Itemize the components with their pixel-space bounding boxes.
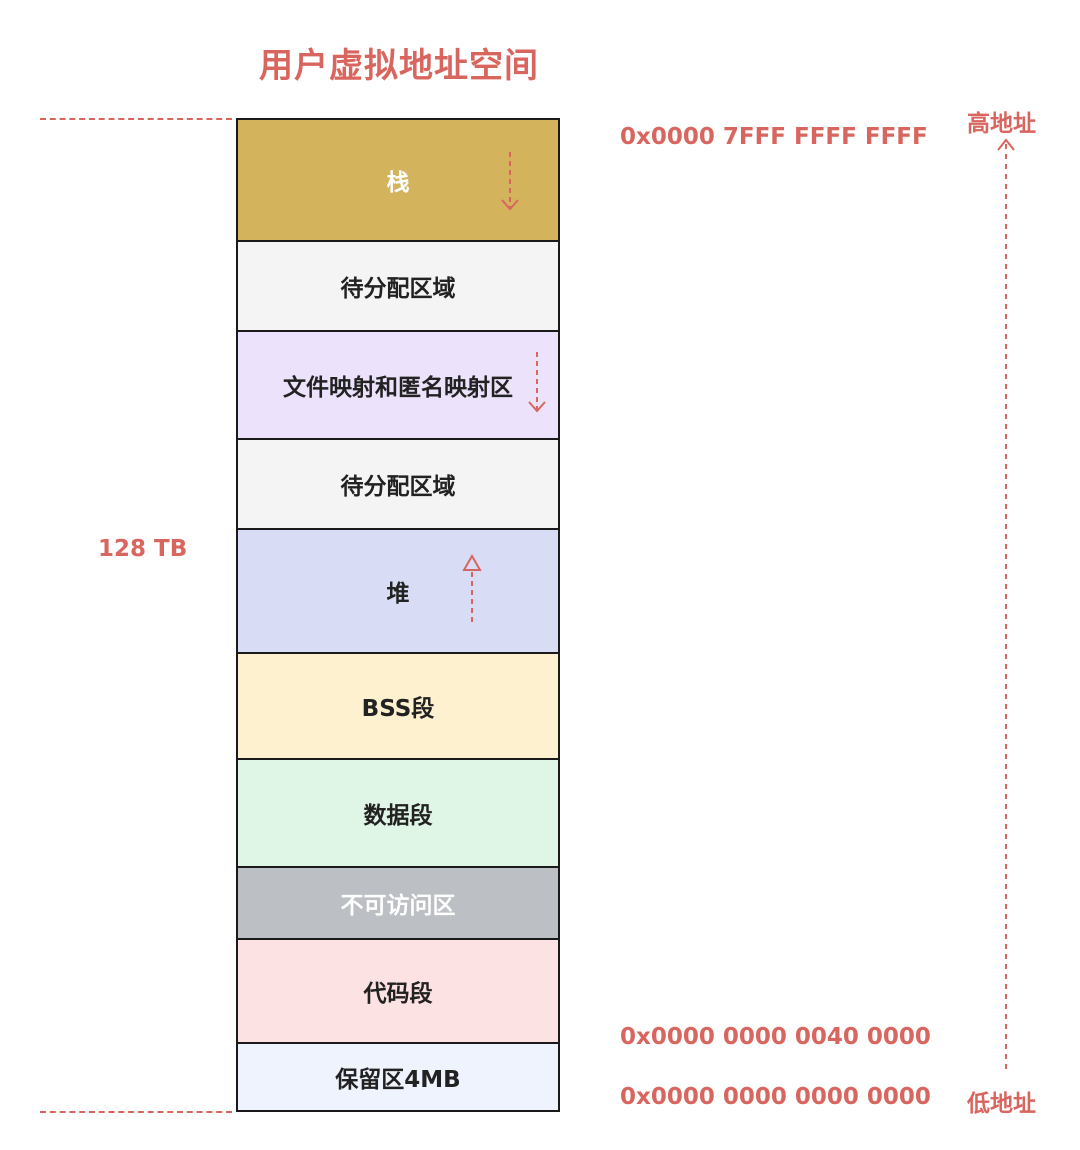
segment-mmap: 文件映射和匿名映射区 [238,332,558,440]
segment-stack: 栈 [238,120,558,242]
low-address-label: 低地址 [967,1091,1036,1117]
size-label: 128 TB [98,536,188,562]
segment-reserved: 保留区4MB [238,1044,558,1110]
segment-label: 文件映射和匿名映射区 [283,375,513,401]
address-bottom: 0x0000 0000 0000 0000 [620,1084,931,1110]
bottom-boundary-dashed-line [40,1111,232,1113]
segment-label: 代码段 [363,981,433,1007]
address-top: 0x0000 7FFF FFFF FFFF [620,124,928,150]
segment-unallocated-lower: 待分配区域 [238,440,558,530]
top-boundary-dashed-line [40,118,232,120]
segment-label: BSS段 [361,696,435,722]
segment-inaccessible: 不可访问区 [238,868,558,940]
address-direction-up-arrow-icon [997,138,1015,1070]
segment-label: 保留区4MB [335,1067,461,1093]
diagram-title: 用户虚拟地址空间 [259,46,539,86]
segment-label: 数据段 [363,803,433,829]
segment-label: 不可访问区 [340,893,456,919]
high-address-label: 高地址 [967,111,1036,137]
segment-data: 数据段 [238,760,558,868]
memory-layout-stack: 栈 待分配区域 文件映射和匿名映射区 待分配区域 堆 BSS段 数据段 不可访问… [236,118,560,1112]
segment-label: 待分配区域 [340,276,456,302]
segment-bss: BSS段 [238,654,558,760]
address-code-start: 0x0000 0000 0040 0000 [620,1024,931,1050]
segment-label: 待分配区域 [340,474,456,500]
segment-code: 代码段 [238,940,558,1044]
segment-unallocated-upper: 待分配区域 [238,242,558,332]
segment-heap: 堆 [238,530,558,654]
segment-label: 堆 [386,581,410,607]
segment-label: 栈 [386,170,410,196]
